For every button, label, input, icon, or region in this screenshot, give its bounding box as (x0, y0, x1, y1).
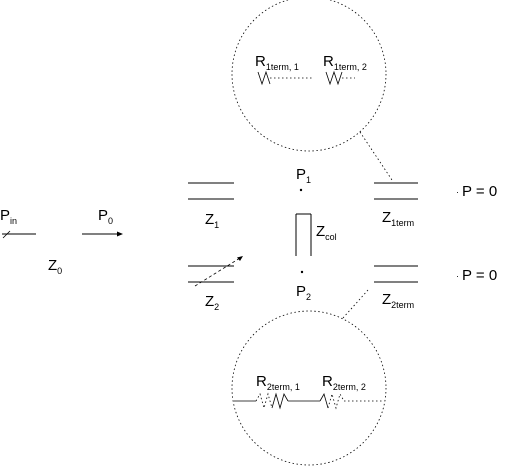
label-z-2term: Z2term (382, 291, 414, 310)
label-r-2term-2: R2term, 2 (322, 373, 366, 392)
node-p1 (299, 188, 303, 192)
label-z-col: Zcol (316, 223, 337, 242)
label-r-2term-1: R2term, 1 (256, 373, 300, 392)
label-z-1: Z1 (205, 211, 219, 230)
label-z-0: Z0 (48, 257, 62, 276)
label-z-1term: Z1term (382, 209, 414, 228)
z1term-segment (374, 182, 418, 200)
zoom-circle-upper (231, 0, 393, 181)
z-col-segment (295, 213, 312, 256)
label-p-in: Pin (0, 207, 17, 226)
label-r-1term-1: R1term, 1 (255, 53, 299, 72)
zoom-circle-lower (231, 289, 387, 466)
z1-segment (188, 182, 234, 200)
p0-arrow (82, 231, 123, 237)
label-p-0: P0 (98, 207, 113, 226)
boundary-condition-2: ·P = 0 (456, 267, 497, 284)
label-p-1: P1 (296, 166, 311, 185)
boundary-condition-1: ·P = 0 (456, 183, 497, 200)
label-z-2: Z2 (205, 293, 219, 312)
inlet-segment (2, 230, 36, 239)
z2term-segment (374, 265, 418, 283)
label-r-1term-2: R1term, 2 (323, 53, 367, 72)
z2-segment (188, 256, 243, 287)
label-p-2: P2 (296, 283, 311, 302)
node-p2 (300, 270, 304, 274)
